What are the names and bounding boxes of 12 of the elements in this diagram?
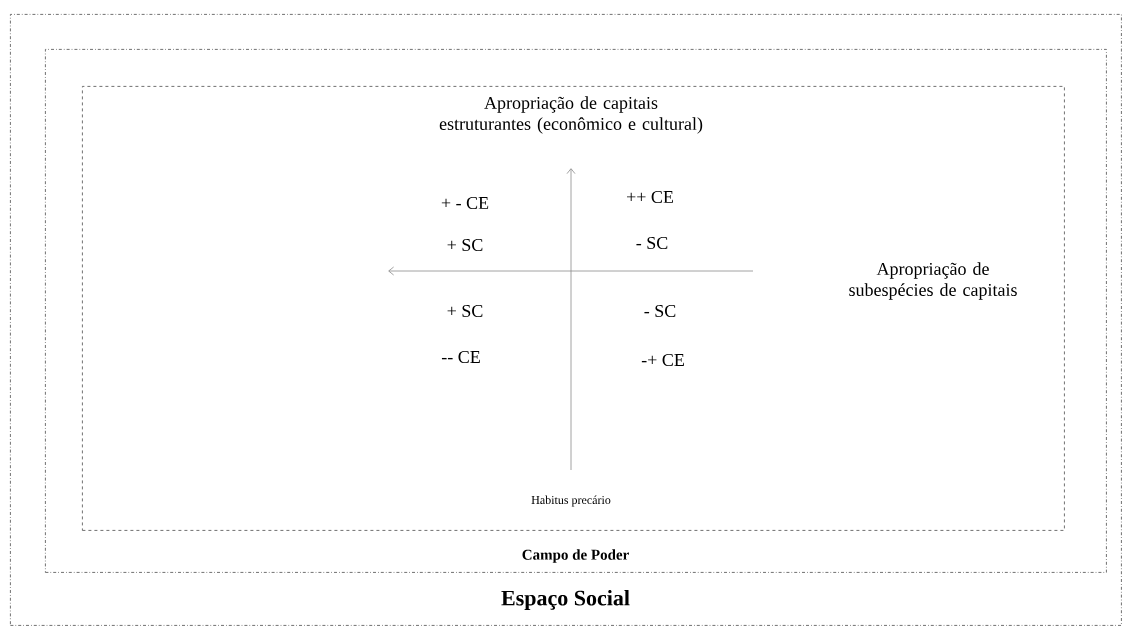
dashed-frame: [82, 86, 1065, 531]
quadrant-label: -- CE: [441, 350, 480, 364]
quadrant-label: -+ CE: [641, 353, 684, 367]
quadrant-label: + - CE: [441, 196, 489, 210]
quadrant-label: - SC: [644, 304, 676, 318]
quadrant-label: + SC: [447, 238, 483, 252]
quadrant-label: + SC: [447, 304, 483, 318]
axis-label: Apropriação de capitais estruturantes (econômico e cultural): [439, 96, 703, 134]
quadrant-label: - SC: [636, 236, 668, 250]
axis-label: Habitus precário: [531, 495, 611, 507]
axis-label: Apropriação de subespécies de capitais: [849, 262, 1017, 300]
quadrant-label: ++ CE: [627, 190, 673, 204]
